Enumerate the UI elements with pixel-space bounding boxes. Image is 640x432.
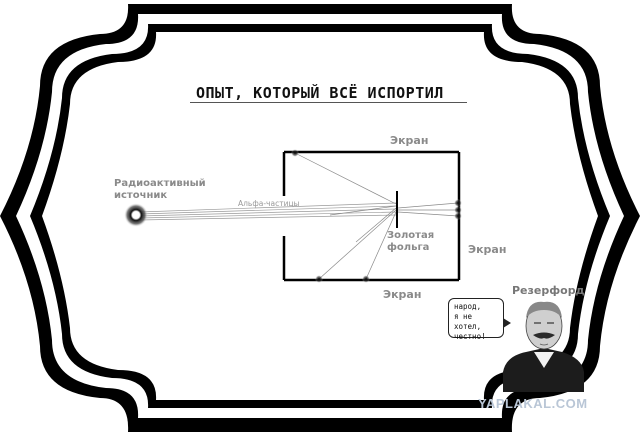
gold-foil-label-line2: фольга <box>387 242 430 253</box>
gold-foil-label-line1: Золотая <box>387 230 435 241</box>
speech-line: честно! <box>454 332 486 341</box>
screen-label-right: Экран <box>468 243 507 256</box>
speech-bubble-tail <box>503 318 511 328</box>
rutherford-portrait <box>503 301 584 392</box>
detector-screen <box>282 150 461 282</box>
page-title: ОПЫТ, КОТОРЫЙ ВСЁ ИСПОРТИЛ <box>196 84 444 102</box>
impact-spots <box>291 149 462 283</box>
alpha-particles-label: Альфа-частицы <box>238 199 300 208</box>
speech-line: народ, <box>454 302 482 311</box>
speech-line: я не хотел, <box>454 312 482 331</box>
rutherford-name-label: Резерфорд <box>512 284 585 297</box>
screen-label-top: Экран <box>390 134 429 147</box>
screen-label-bottom: Экран <box>383 288 422 301</box>
source-label: Радиоактивный источник <box>114 178 206 202</box>
alpha-beam <box>139 202 397 221</box>
title-underline <box>190 102 467 103</box>
radioactive-source <box>124 203 148 227</box>
source-label-line1: Радиоактивный <box>114 178 206 189</box>
watermark: YAPLAKAL.COM <box>478 396 588 411</box>
source-label-line2: источник <box>114 190 168 201</box>
speech-bubble: народ, я не хотел, честно! <box>448 298 504 341</box>
gold-foil-label: Золотая фольга <box>387 230 434 254</box>
scattered-trajectories <box>294 152 459 280</box>
